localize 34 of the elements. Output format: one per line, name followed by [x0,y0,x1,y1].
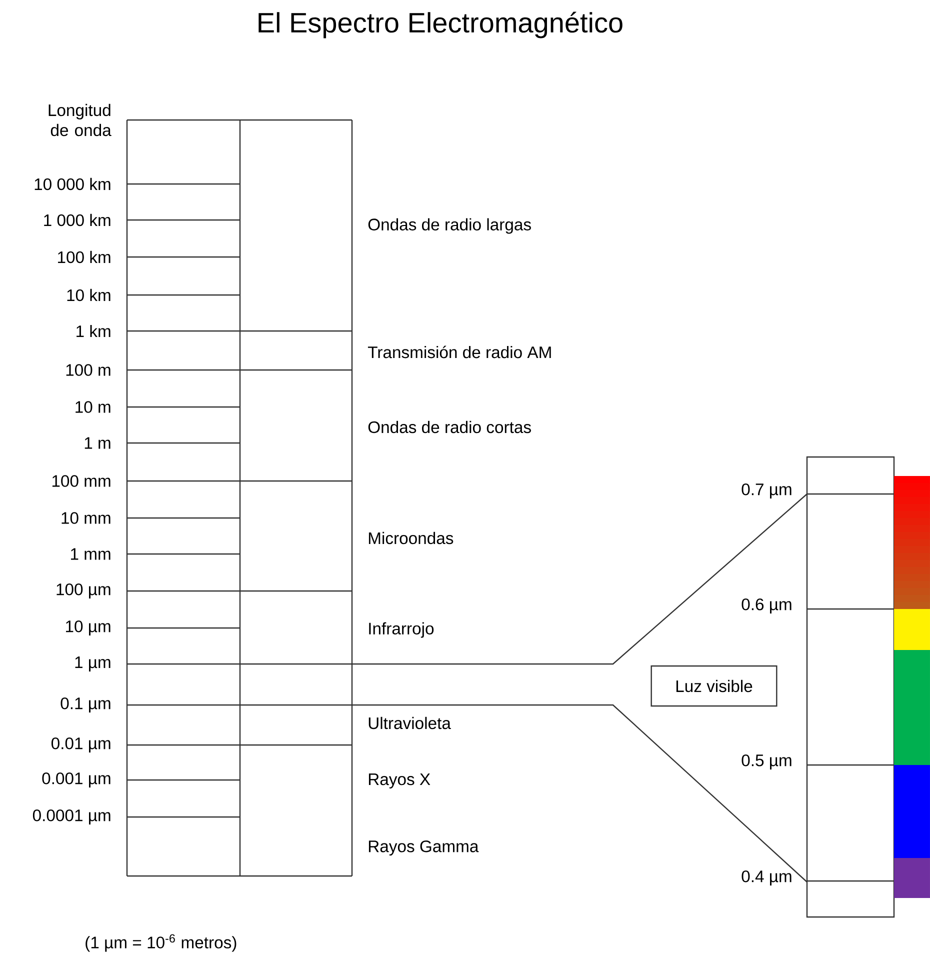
wavelength-label: 1 mm [71,548,110,560]
wavelength-label: 0.7 µm [742,483,792,499]
label-box: Luz visible [650,665,778,707]
wavelength-label: 100 m [66,364,110,376]
wavelength-label: 100 µm [56,583,110,599]
band-name: Rayos Gamma [368,840,479,856]
wavelength-label: 10 km [67,288,110,302]
wavelength-label: 0.4 µm [742,870,792,886]
wavelength-label: 0.001 µm [42,772,110,788]
wavelength-label: 0.01 µm [52,737,110,753]
wavelength-label: 1 m [84,437,110,449]
wavelength-label: 1 km [76,324,110,338]
band-name: Ondas de radio largas [368,218,531,234]
wavelength-label: 1 000 km [44,214,110,226]
band-name: Rayos X [368,774,430,788]
title: El Espectro Electromagnético [258,12,622,38]
wavelength-label: 1 µm [75,656,110,672]
band-name: Infrarrojo [369,622,434,638]
band-name: Transmisión de radio AM [368,346,551,358]
band-name: Ondas de radio cortas [368,420,531,434]
wavelength-label: 10 000 km [34,178,110,190]
axis-title: Longitud de onda [48,104,112,136]
wavelength-label: 0.6 µm [742,598,792,614]
wavelength-label: 10 µm [66,620,110,636]
band-name: Ultravioleta [368,716,451,730]
footnote: (1 µm = 10$^{-6}$ metros) [86,934,236,952]
band-name: Microondas [368,532,454,544]
wavelength-label: 0.5 µm [742,754,792,770]
wavelength-label: 100 mm [52,475,110,487]
wavelength-label: 10 mm [62,512,110,524]
wavelength-label: 10 m [76,401,110,413]
wavelength-label: 100 km [58,250,110,264]
wavelength-label: 0.1 µm [60,697,110,713]
wavelength-label: 0.0001 µm [32,809,110,825]
